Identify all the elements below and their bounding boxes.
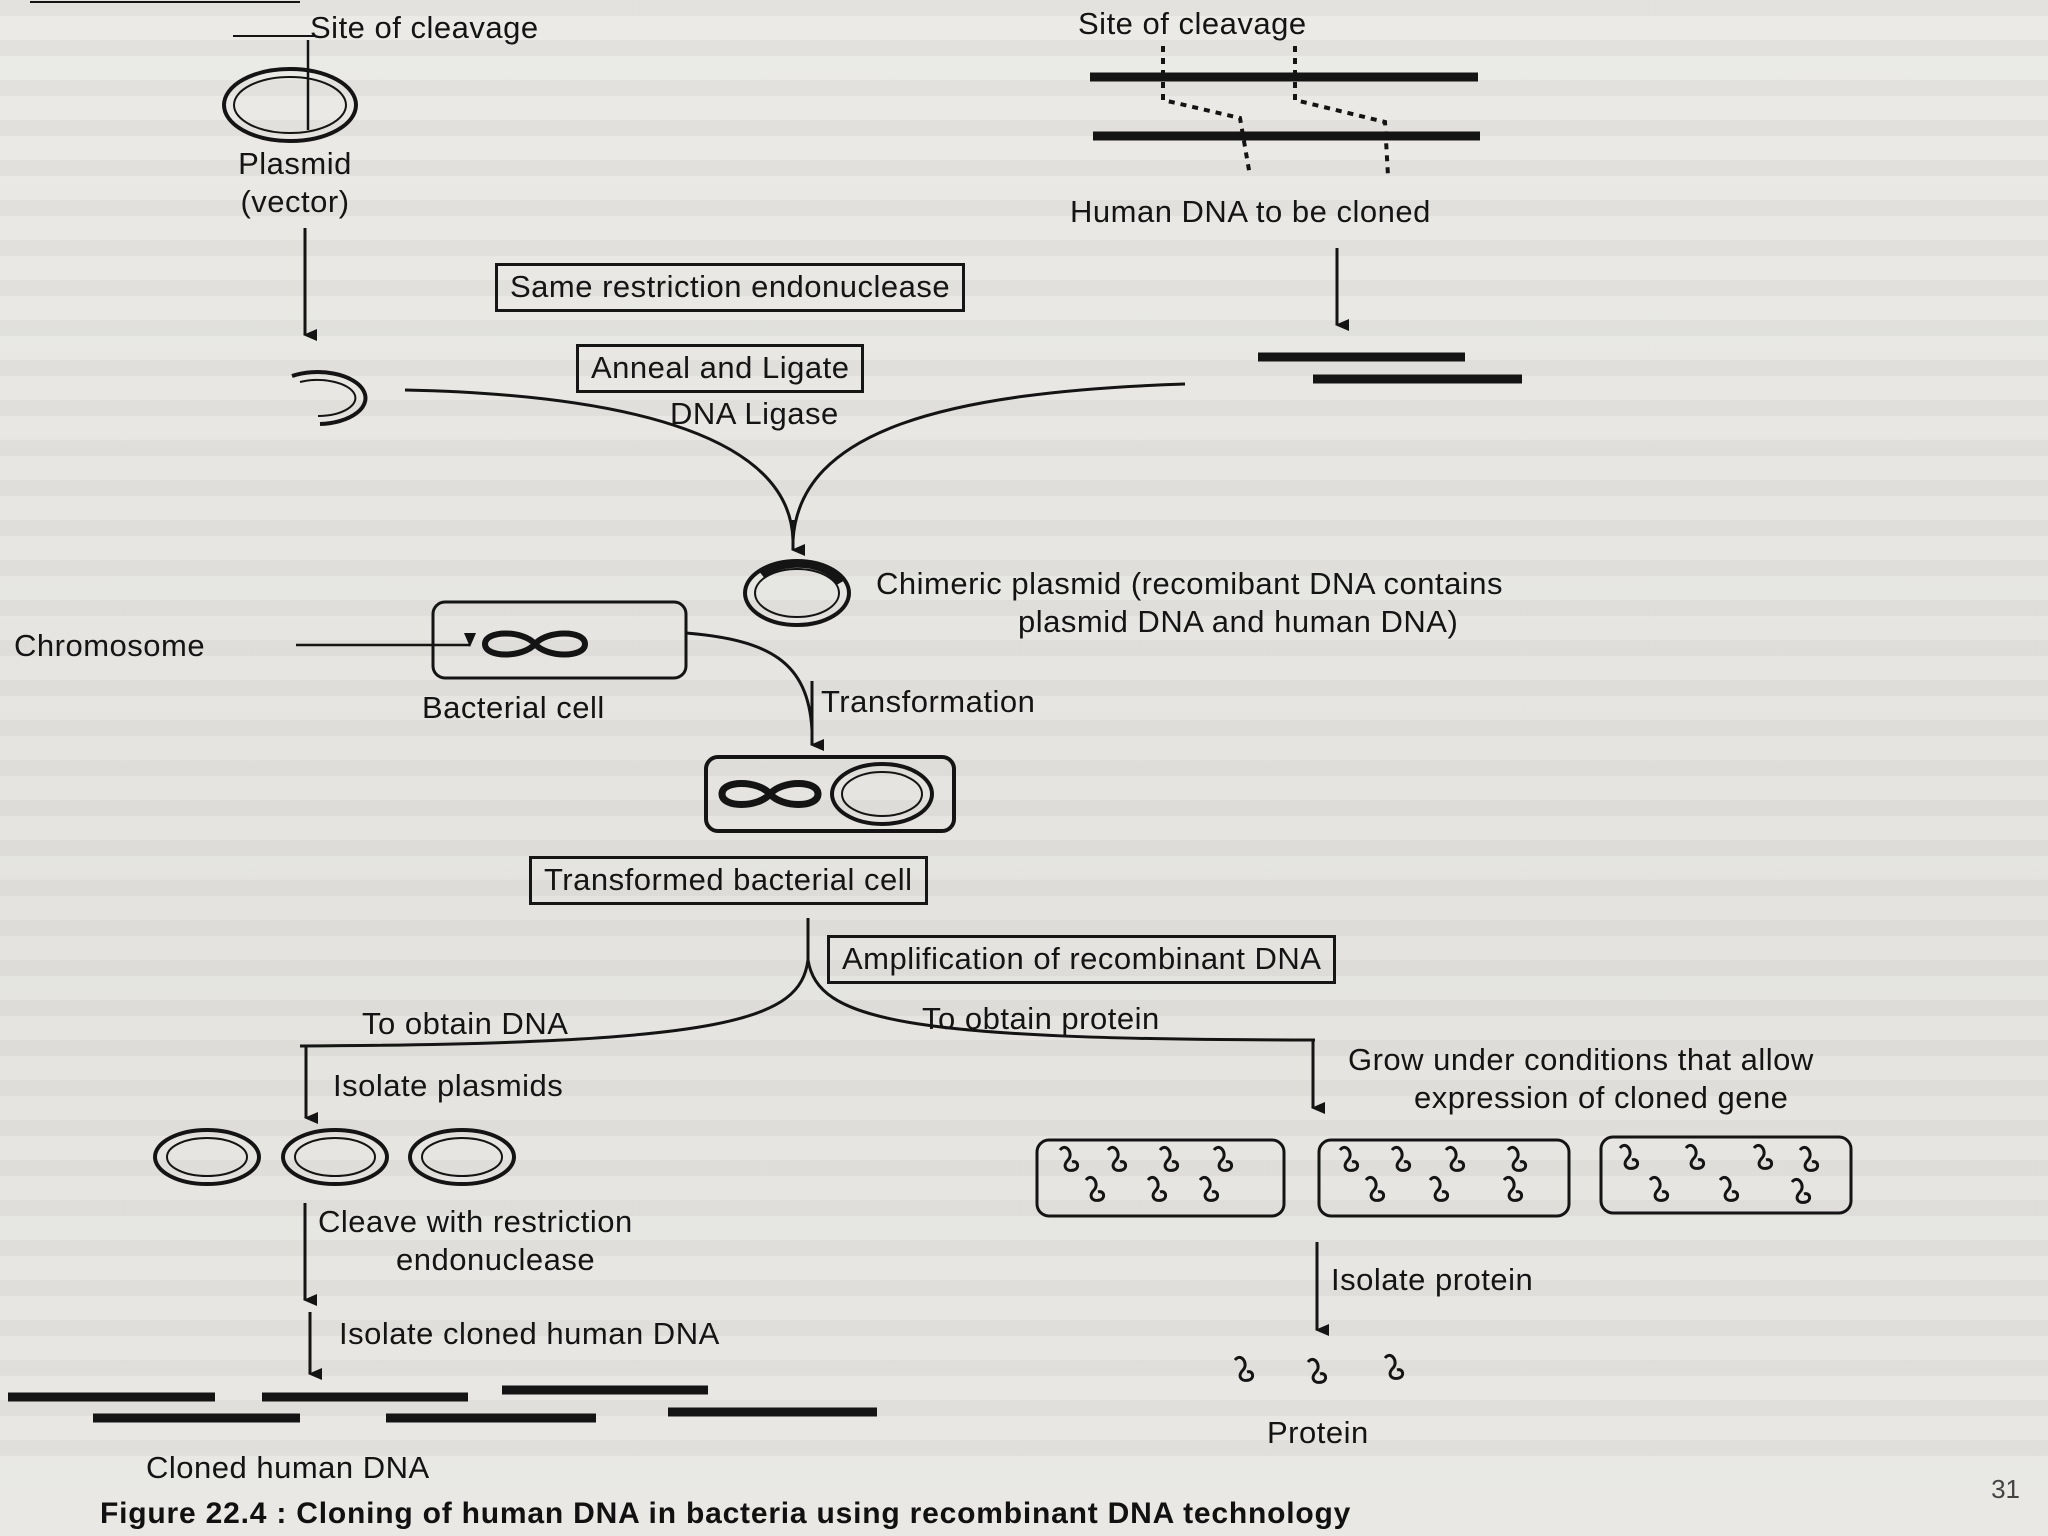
label-amplification: Amplification of recombinant DNA	[827, 935, 1337, 984]
label-cleave-restriction: Cleave with restriction	[318, 1204, 633, 1239]
human-dna-icon	[1090, 46, 1480, 177]
label-cloned-human-dna: Cloned human DNA	[146, 1450, 430, 1485]
label-to-obtain-dna: To obtain DNA	[362, 1006, 569, 1041]
transformed-cell-icon	[704, 755, 956, 833]
cut-plasmid-icon	[291, 370, 368, 426]
label-bacterial-cell: Bacterial cell	[422, 690, 605, 725]
label-chromosome: Chromosome	[14, 628, 206, 663]
protein-cells-icon	[1035, 1135, 1853, 1218]
label-same-restriction-endonuclease: Same restriction endonuclease	[495, 263, 966, 312]
page-number: 31	[1991, 1474, 2020, 1504]
label-to-obtain-protein: To obtain protein	[922, 1001, 1160, 1036]
label-site-of-cleavage-left: Site of cleavage	[310, 10, 539, 45]
label-transformation: Transformation	[821, 684, 1036, 719]
isolated-plasmids-icon	[153, 1128, 516, 1186]
protein-squiggles	[1058, 1143, 1820, 1204]
label-anneal-and-ligate: Anneal and Ligate	[576, 344, 865, 393]
label-isolate-cloned-human-dna: Isolate cloned human DNA	[339, 1316, 720, 1351]
label-expression-cloned-gene: expression of cloned gene	[1414, 1080, 1789, 1115]
label-isolate-protein: Isolate protein	[1331, 1262, 1534, 1297]
cloned-dna-fragments-icon	[8, 1385, 877, 1423]
label-chimeric-plasmid-2: plasmid DNA and human DNA)	[1018, 604, 1459, 639]
protein-molecules-icon	[1233, 1353, 1405, 1384]
figure-caption: Figure 22.4 : Cloning of human DNA in ba…	[100, 1497, 1352, 1530]
label-transformed-bacterial-cell: Transformed bacterial cell	[529, 856, 928, 905]
bacterial-cell-icon	[431, 600, 688, 680]
label-protein: Protein	[1267, 1415, 1369, 1450]
label-isolate-plasmids: Isolate plasmids	[333, 1068, 564, 1103]
label-site-of-cleavage-right: Site of cleavage	[1078, 6, 1307, 41]
label-grow-conditions: Grow under conditions that allow	[1348, 1042, 1814, 1077]
label-dna-ligase: DNA Ligase	[670, 396, 839, 431]
background-text-bleed	[0, 0, 2048, 1480]
chimeric-plasmid-icon	[743, 559, 851, 627]
label-human-dna: Human DNA to be cloned	[1070, 194, 1431, 229]
plasmid-vector-icon	[30, 1, 358, 143]
curve-right	[791, 382, 1186, 541]
label-vector: (vector)	[240, 184, 350, 219]
label-chimeric-plasmid: Chimeric plasmid (recomibant DNA contain…	[876, 566, 1503, 601]
curve-left	[404, 388, 795, 541]
label-endonuclease: endonuclease	[396, 1242, 596, 1277]
dna-fragment-icon	[1258, 352, 1522, 384]
label-plasmid: Plasmid	[238, 146, 352, 181]
